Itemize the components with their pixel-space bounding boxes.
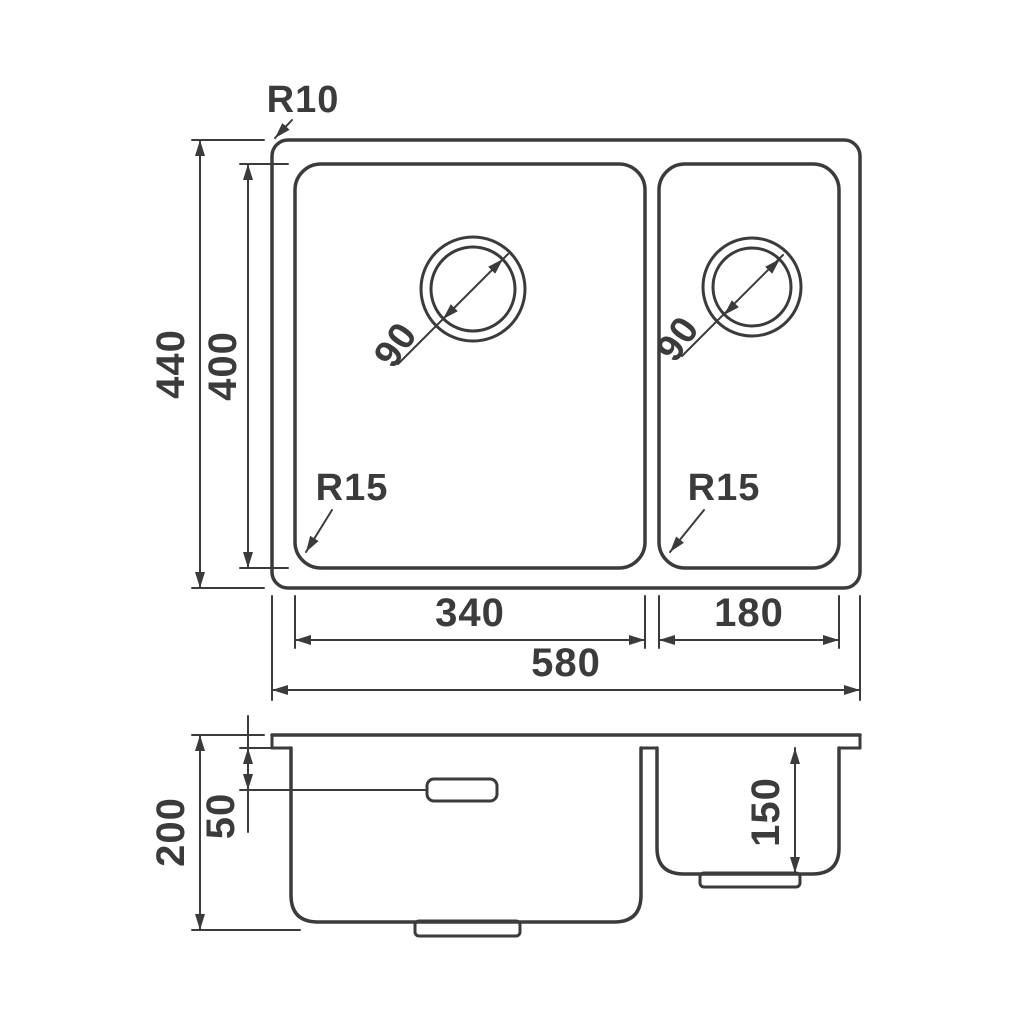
- right-drain-diameter-label: 90: [648, 309, 708, 369]
- dim-580-label: 580: [531, 641, 601, 685]
- sink-outer-outline: [270, 138, 862, 590]
- right-drain-inner-circle: [711, 246, 793, 328]
- right-bowl-outline: [657, 162, 841, 570]
- dim-400-label: 400: [201, 331, 245, 401]
- left-bowl-drain: [413, 919, 522, 938]
- overflow-opening: [425, 777, 499, 803]
- left-drain-arrow-upper: [488, 259, 503, 274]
- left-bowl-section: [289, 746, 643, 924]
- dim-50-label: 50: [199, 793, 243, 840]
- left-drain-inner-circle: [429, 245, 517, 333]
- left-drain-diameter-label: 90: [366, 315, 426, 375]
- dim-200-label: 200: [149, 797, 193, 867]
- outer-corner-radius-label: R10: [267, 79, 340, 121]
- left-bowl-outline: [293, 162, 647, 570]
- left-bowl-radius-leader: [305, 509, 333, 553]
- right-drain-outer-circle: [701, 236, 803, 338]
- side-view: [270, 733, 862, 938]
- dim-150-label: 150: [744, 777, 788, 847]
- right-bowl-drain: [698, 871, 802, 889]
- dim-180-label: 180: [714, 591, 784, 635]
- top-view: 90 90 R10 R15 R15: [267, 79, 862, 590]
- right-bowl-radius-leader: [669, 509, 705, 553]
- left-drain-outer-circle: [419, 235, 527, 343]
- outer-corner-radius-leader: [274, 119, 293, 139]
- side-view-dimensions: 200 50 150: [149, 715, 800, 931]
- left-bowl-radius-label: R15: [316, 467, 389, 509]
- top-view-dimensions: 440 400 340 180 580: [149, 139, 861, 701]
- left-drain-arrow-lower: [443, 304, 458, 319]
- right-bowl-radius-label: R15: [688, 467, 761, 509]
- right-drain-arrow-lower: [724, 300, 739, 315]
- right-drain-arrow-upper: [765, 259, 780, 274]
- dim-340-label: 340: [435, 591, 505, 635]
- dim-440-label: 440: [149, 329, 193, 399]
